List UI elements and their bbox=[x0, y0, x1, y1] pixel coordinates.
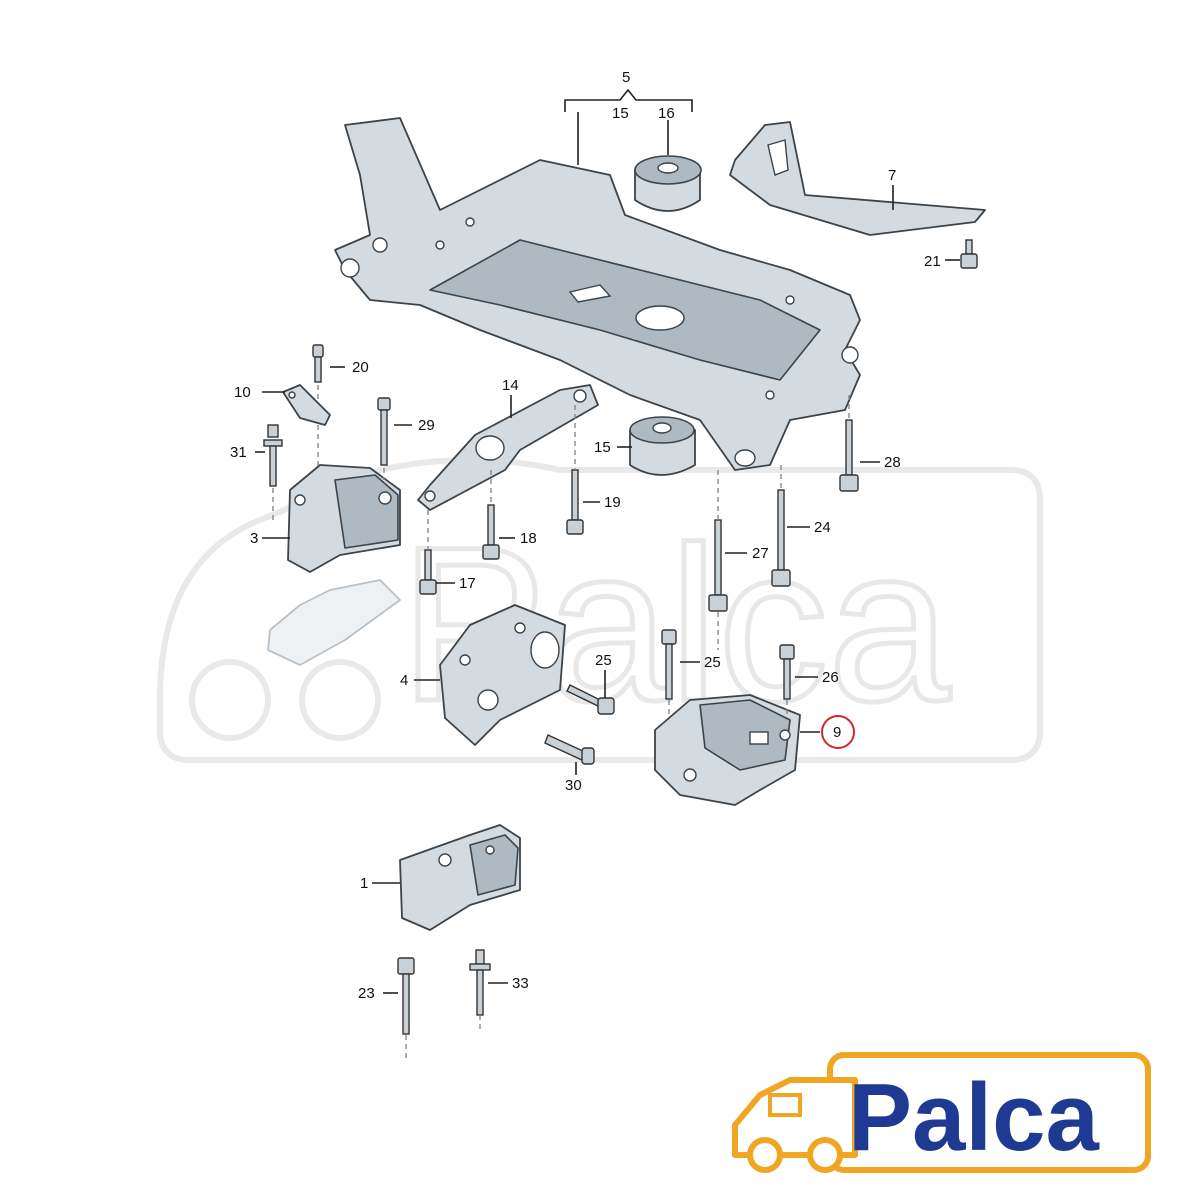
label-4: 4 bbox=[400, 672, 408, 689]
label-29: 29 bbox=[418, 417, 435, 434]
bolt-20 bbox=[312, 344, 324, 383]
bolt-21 bbox=[960, 239, 978, 269]
label-21: 21 bbox=[924, 253, 941, 270]
label-26: 26 bbox=[822, 669, 839, 686]
highlight-circle bbox=[821, 715, 855, 749]
label-17: 17 bbox=[459, 575, 476, 592]
palca-logo: Palca bbox=[732, 1052, 1151, 1173]
logo-wheel-icon bbox=[747, 1137, 783, 1173]
label-15-bottom: 15 bbox=[594, 439, 611, 456]
bolt-33 bbox=[469, 949, 491, 1016]
bolt-27 bbox=[708, 519, 728, 612]
clip-10-part bbox=[282, 384, 331, 426]
bolt-28 bbox=[839, 419, 859, 492]
bushing-16-part bbox=[634, 155, 702, 212]
label-28: 28 bbox=[884, 454, 901, 471]
mount-1-part bbox=[399, 824, 521, 931]
label-25-left: 25 bbox=[595, 652, 612, 669]
label-25-right: 25 bbox=[704, 654, 721, 671]
bracket-4-part bbox=[439, 604, 566, 746]
torque-arm-14-part bbox=[417, 384, 599, 511]
logo-wheel-icon bbox=[807, 1137, 843, 1173]
label-27: 27 bbox=[752, 545, 769, 562]
gearbox-mount-9-part bbox=[654, 694, 801, 806]
label-18: 18 bbox=[520, 530, 537, 547]
label-33: 33 bbox=[512, 975, 529, 992]
label-7: 7 bbox=[888, 167, 896, 184]
label-1: 1 bbox=[360, 875, 368, 892]
label-31: 31 bbox=[230, 444, 247, 461]
callout-labels: 5 15 16 7 21 20 10 29 31 14 15 28 19 18 … bbox=[230, 69, 941, 1002]
bushing-15-part bbox=[629, 416, 696, 476]
bolt-30 bbox=[544, 734, 595, 765]
engine-mount-3-part bbox=[267, 464, 401, 666]
bolt-23 bbox=[397, 957, 415, 1035]
bolt-25b bbox=[661, 629, 677, 700]
leader-lines bbox=[255, 88, 960, 994]
label-30: 30 bbox=[565, 777, 582, 794]
label-23: 23 bbox=[358, 985, 375, 1002]
label-10: 10 bbox=[234, 384, 251, 401]
bolt-24 bbox=[771, 489, 791, 587]
subframe-part bbox=[334, 117, 861, 471]
bolt-25a bbox=[566, 684, 615, 715]
bolt-31 bbox=[263, 424, 283, 487]
bolt-17 bbox=[419, 549, 437, 595]
bolt-19 bbox=[566, 469, 584, 535]
label-3: 3 bbox=[250, 530, 258, 547]
label-19: 19 bbox=[604, 494, 621, 511]
bolt-26 bbox=[779, 644, 795, 700]
label-20: 20 bbox=[352, 359, 369, 376]
label-14: 14 bbox=[502, 377, 519, 394]
bolt-18 bbox=[482, 504, 500, 560]
label-24: 24 bbox=[814, 519, 831, 536]
alignment-lines bbox=[272, 385, 850, 1060]
label-16: 16 bbox=[658, 105, 675, 122]
bolt-29 bbox=[377, 397, 391, 466]
bracket-7-part bbox=[729, 121, 986, 236]
logo-text: Palca bbox=[848, 1064, 1099, 1171]
label-5: 5 bbox=[622, 69, 630, 86]
label-9: 9 bbox=[833, 724, 841, 741]
label-15-top: 15 bbox=[612, 105, 629, 122]
logo-car-icon bbox=[732, 1077, 858, 1158]
